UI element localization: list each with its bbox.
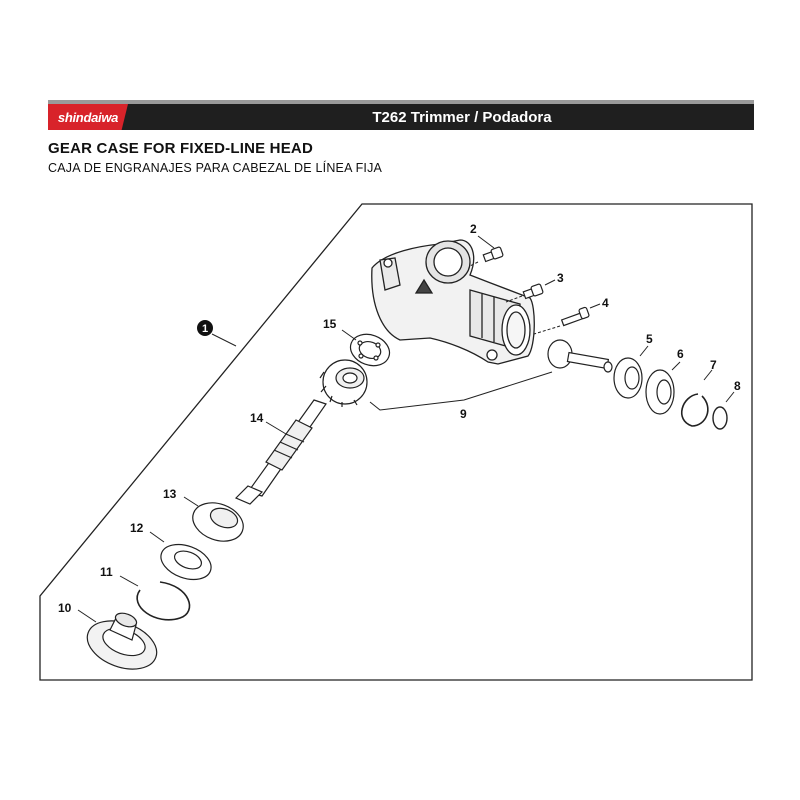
- part-2-leader: [477, 235, 495, 249]
- part-15-number: 15: [323, 317, 337, 331]
- part-12-washer: [160, 543, 212, 581]
- part-9-leader: [369, 371, 553, 411]
- part-9-pinion-gear: [547, 339, 613, 373]
- header-stripe: [48, 100, 754, 104]
- part-3-number: 3: [557, 271, 564, 285]
- part-6-number: 6: [677, 347, 684, 361]
- model-title: T262 Trimmer / Podadora: [372, 108, 552, 126]
- assembly-leader: [211, 333, 237, 347]
- part-14-number: 14: [250, 411, 264, 425]
- part-2-number: 2: [470, 222, 477, 236]
- part-7-number: 7: [710, 358, 717, 372]
- part-7-snap-ring: [680, 393, 709, 427]
- assembly-callout-circle: [197, 320, 213, 336]
- part-11-snap-ring: [136, 581, 191, 621]
- assembly-frame: [39, 203, 753, 681]
- part-5-number: 5: [646, 332, 653, 346]
- part-13-number: 13: [163, 487, 177, 501]
- part-5-bearing: [613, 357, 643, 399]
- part-8-ring: [712, 406, 728, 430]
- diagram-title-spanish: CAJA DE ENGRANAJES PARA CABEZAL DE LÍNEA…: [48, 161, 383, 175]
- part-15-bearing: [349, 333, 391, 367]
- part-6-bearing: [645, 369, 675, 415]
- part-14-spindle-shaft: [234, 399, 327, 505]
- part-13-bearing: [192, 502, 244, 542]
- gear-case-housing: [371, 239, 535, 365]
- part-9-number: 9: [460, 407, 467, 421]
- part-2-screw: [482, 246, 504, 263]
- part-10-number: 10: [58, 601, 72, 615]
- part-8-number: 8: [734, 379, 741, 393]
- part-10-holder: [86, 612, 158, 670]
- shindaiwa-logo: shindaiwa: [48, 104, 128, 130]
- header-bar: [48, 104, 754, 130]
- part-11-number: 11: [100, 565, 113, 579]
- part-4-bolt: [560, 306, 590, 327]
- assembly-callout-number: 1: [202, 323, 208, 335]
- part-9-bevel-gear: [319, 359, 368, 407]
- part-4-number: 4: [602, 296, 609, 310]
- diagram-title-english: GEAR CASE FOR FIXED-LINE HEAD: [48, 140, 313, 157]
- part-3-screw: [522, 283, 544, 300]
- part-12-number: 12: [130, 521, 144, 535]
